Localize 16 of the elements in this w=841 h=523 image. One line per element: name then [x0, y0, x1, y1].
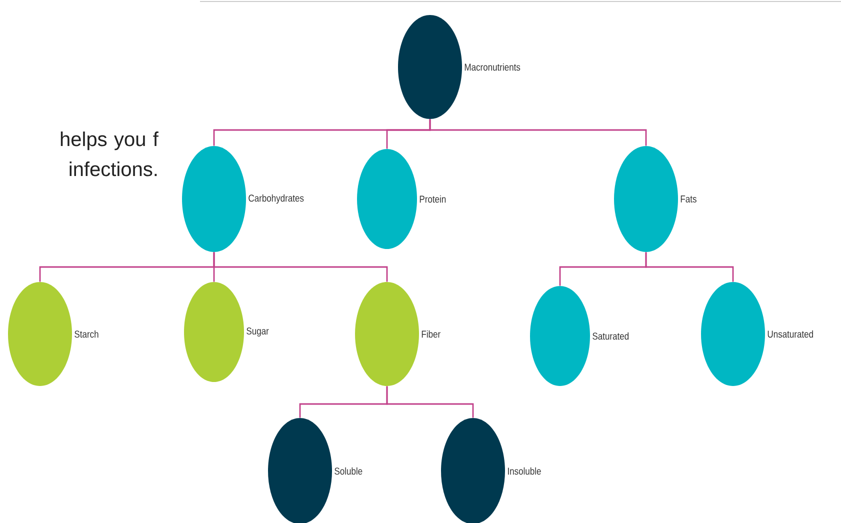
- connector-line: [645, 252, 734, 282]
- node-label: Starch: [74, 330, 98, 338]
- connector-line: [213, 252, 388, 282]
- node-label: Saturated: [592, 332, 629, 340]
- node-label: Soluble: [334, 467, 362, 475]
- node-label: Carbohydrates: [248, 194, 304, 204]
- connector-line: [386, 386, 474, 418]
- node-label: Insoluble: [508, 467, 541, 475]
- node-label: Unsaturated: [768, 330, 813, 338]
- node-label: Fats: [680, 196, 696, 202]
- connector-line: [429, 119, 647, 146]
- body-text: helps you f infections.: [60, 132, 158, 176]
- node-label: Sugar: [246, 327, 269, 337]
- node-label: Fiber: [422, 330, 440, 338]
- node-label: Protein: [420, 195, 446, 203]
- node-label: Macronutrients: [464, 63, 520, 71]
